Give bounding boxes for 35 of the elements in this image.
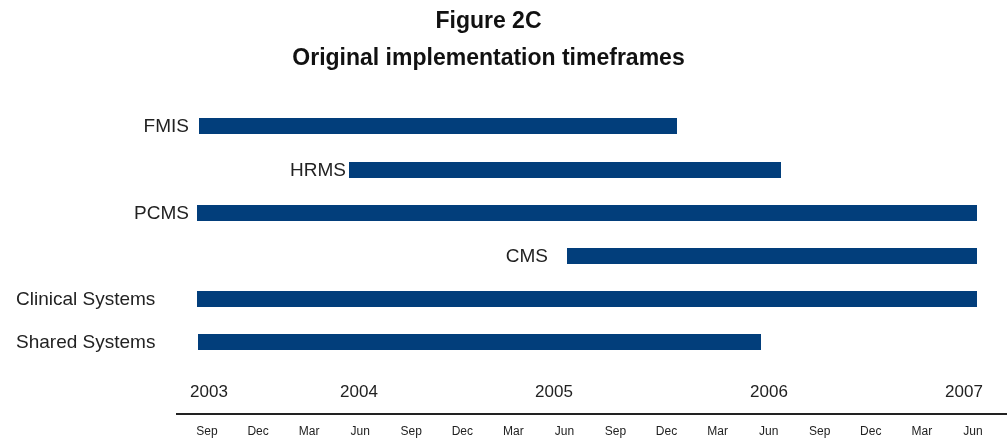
month-label: Mar — [911, 424, 933, 438]
month-label: Mar — [298, 424, 320, 438]
bar-label: HRMS — [290, 160, 346, 180]
month-label: Sep — [196, 424, 218, 438]
year-label: 2004 — [340, 382, 378, 402]
timeline-bar — [349, 162, 781, 178]
year-label: 2005 — [535, 382, 573, 402]
month-label: Dec — [451, 424, 473, 438]
bar-label: FMIS — [143, 116, 189, 136]
timeline-bar — [197, 205, 977, 221]
month-label: Dec — [860, 424, 882, 438]
month-label: Jun — [350, 424, 370, 438]
month-label: Jun — [963, 424, 983, 438]
bar-label: CMS — [505, 246, 548, 266]
year-label: 2003 — [190, 382, 228, 402]
year-label: 2006 — [750, 382, 788, 402]
month-label: Dec — [655, 424, 678, 438]
month-label: Mar — [707, 424, 728, 438]
month-label: Jun — [759, 424, 779, 438]
chart-subtitle: Original implementation timeframes — [291, 44, 686, 71]
month-label: Mar — [503, 424, 524, 438]
timeline-bar — [198, 334, 761, 350]
bar-label: Clinical Systems — [16, 289, 156, 309]
chart-title: Figure 2C — [434, 7, 543, 34]
bar-label: PCMS — [134, 203, 189, 223]
month-label: Dec — [247, 424, 269, 438]
timeline-bar — [197, 291, 977, 307]
month-label: Sep — [809, 424, 831, 438]
bar-label: Shared Systems — [16, 332, 156, 352]
year-label: 2007 — [945, 382, 983, 402]
timeline-bar — [567, 248, 977, 264]
timeline-bar — [199, 118, 677, 134]
month-label: Jun — [554, 424, 575, 438]
month-label: Sep — [400, 424, 422, 438]
month-label: Sep — [604, 424, 627, 438]
